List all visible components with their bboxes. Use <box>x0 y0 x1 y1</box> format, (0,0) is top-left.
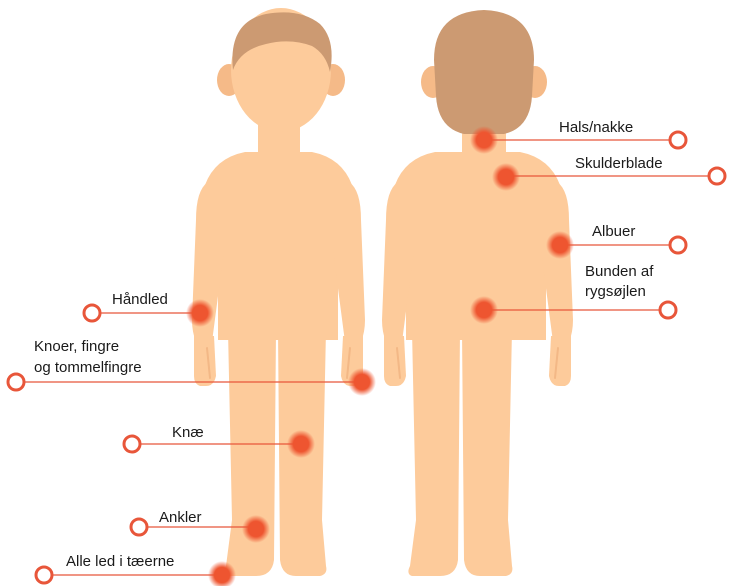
marker-lower-back <box>470 296 498 324</box>
leader-lines <box>8 132 725 583</box>
toes-target-ring <box>36 567 52 583</box>
back-head-hair <box>434 10 534 134</box>
back-left-leg <box>408 330 460 576</box>
marker-shoulder-blade <box>492 163 520 191</box>
front-left-hand <box>194 336 216 386</box>
marker-wrist <box>186 299 214 327</box>
ankle-target-ring <box>131 519 147 535</box>
label-shoulder-blade: Skulderblade <box>575 155 663 172</box>
marker-knee <box>287 430 315 458</box>
back-right-hand <box>549 336 571 386</box>
front-torso <box>205 152 352 340</box>
label-knuckles-line1: Knoer, fingre <box>34 338 119 355</box>
wrist-target-ring <box>84 305 100 321</box>
elbow-target-ring <box>670 237 686 253</box>
back-left-hand <box>384 336 406 386</box>
label-neck: Hals/nakke <box>559 119 633 136</box>
lower-back-target-ring <box>660 302 676 318</box>
marker-knuckles <box>348 368 376 396</box>
label-ankle: Ankler <box>159 509 202 526</box>
back-right-leg <box>462 330 512 576</box>
back-body-figure <box>382 10 573 576</box>
knee-target-ring <box>124 436 140 452</box>
marker-neck <box>470 126 498 154</box>
knuckles-target-ring <box>8 374 24 390</box>
front-body-figure <box>192 8 365 576</box>
label-toes: Alle led i tæerne <box>66 553 174 570</box>
label-knuckles-line2: og tommelfingre <box>34 359 142 376</box>
label-knee: Knæ <box>172 424 204 441</box>
label-lower-back-line1: Bunden af <box>585 263 654 280</box>
label-lower-back-line2: rygsøjlen <box>585 283 646 300</box>
marker-ankle <box>242 515 270 543</box>
label-wrist: Håndled <box>112 291 168 308</box>
neck-target-ring <box>670 132 686 148</box>
shoulder-blade-target-ring <box>709 168 725 184</box>
label-elbow: Albuer <box>592 223 635 240</box>
marker-elbow <box>546 231 574 259</box>
